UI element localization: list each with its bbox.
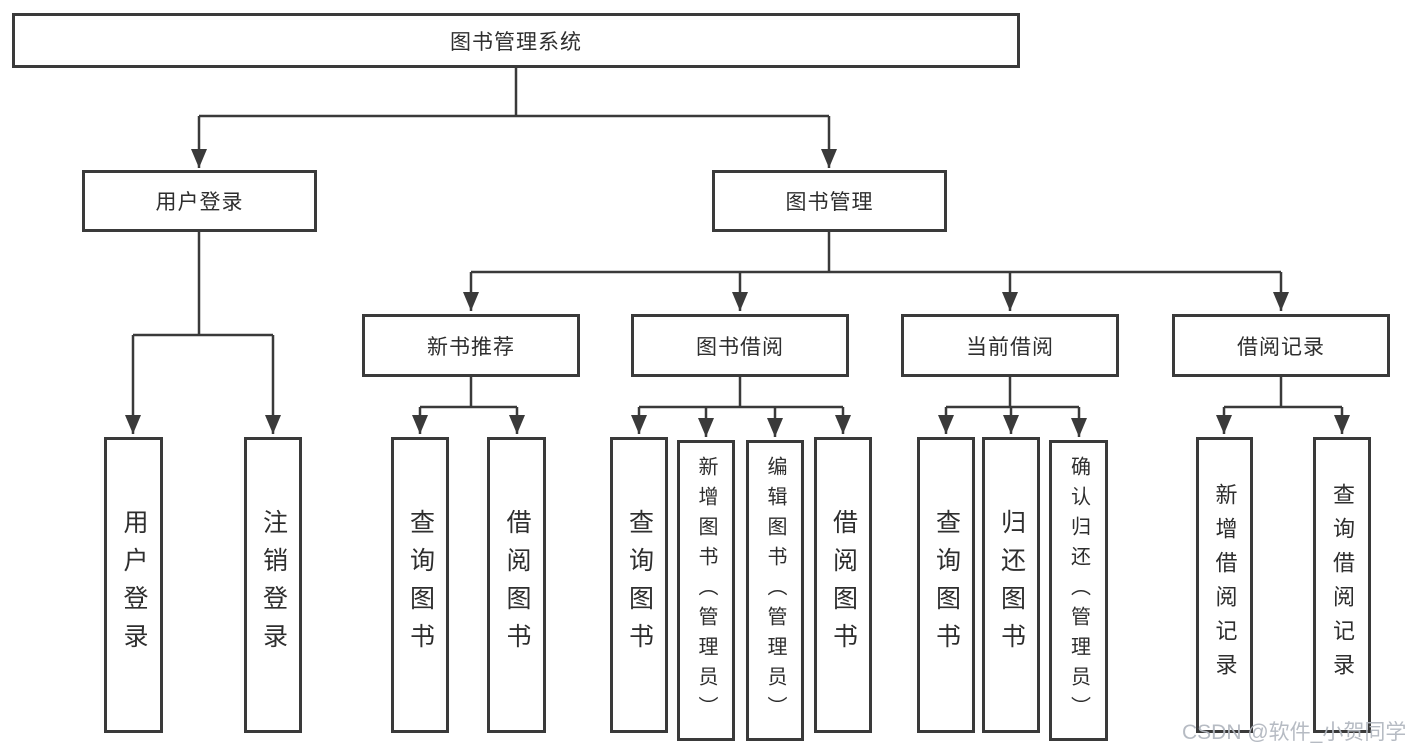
node-label: 借阅图书: [829, 509, 858, 661]
leaf-query-borrow-record: 查询借阅记录: [1313, 437, 1371, 733]
node-label: 查询图书: [625, 509, 654, 661]
node-label: 新增借阅记录: [1212, 483, 1238, 687]
node-label: 当前借阅: [966, 335, 1054, 359]
node-label: 图书借阅: [696, 335, 784, 359]
node-label: 确认归还（管理员）: [1067, 455, 1090, 726]
leaf-query-books-current: 查询图书: [917, 437, 975, 733]
node-borrow-records: 借阅记录: [1172, 314, 1390, 377]
node-book-borrow: 图书借阅: [631, 314, 849, 377]
leaf-borrow-books-borrow: 借阅图书: [814, 437, 872, 733]
node-label: 归还图书: [997, 509, 1026, 661]
node-book-management: 图书管理: [712, 170, 947, 232]
leaf-query-books-borrow: 查询图书: [610, 437, 668, 733]
leaf-logout: 注销登录: [244, 437, 302, 733]
leaf-borrow-books-recommend: 借阅图书: [487, 437, 546, 733]
leaf-confirm-return-admin: 确认归还（管理员）: [1049, 440, 1108, 741]
node-label: 编辑图书（管理员）: [764, 455, 786, 726]
leaf-add-borrow-record: 新增借阅记录: [1196, 437, 1253, 733]
node-label: 借阅记录: [1237, 335, 1325, 359]
node-label: 新书推荐: [427, 335, 515, 359]
node-current-borrow: 当前借阅: [901, 314, 1119, 377]
leaf-return-books: 归还图书: [982, 437, 1040, 733]
node-label: 用户登录: [120, 509, 148, 661]
node-label: 查询图书: [932, 509, 961, 661]
node-label: 注销登录: [259, 509, 288, 661]
watermark: CSDN @软件_小贺同学: [1182, 721, 1405, 744]
node-label: 借阅图书: [503, 509, 531, 661]
node-new-book-recommend: 新书推荐: [362, 314, 580, 377]
node-label: 用户登录: [155, 191, 244, 214]
node-label: 查询图书: [406, 509, 435, 661]
node-label: 图书管理: [785, 191, 874, 214]
node-label: 图书管理系统: [450, 30, 582, 54]
node-user-login: 用户登录: [82, 170, 317, 232]
leaf-query-books-recommend: 查询图书: [391, 437, 449, 733]
leaf-add-books-admin: 新增图书（管理员）: [677, 440, 735, 741]
node-label: 查询借阅记录: [1330, 483, 1355, 687]
leaf-edit-books-admin: 编辑图书（管理员）: [746, 440, 804, 741]
node-label: 新增图书（管理员）: [695, 455, 717, 726]
leaf-user-login: 用户登录: [104, 437, 163, 733]
node-library-system: 图书管理系统: [12, 13, 1020, 68]
